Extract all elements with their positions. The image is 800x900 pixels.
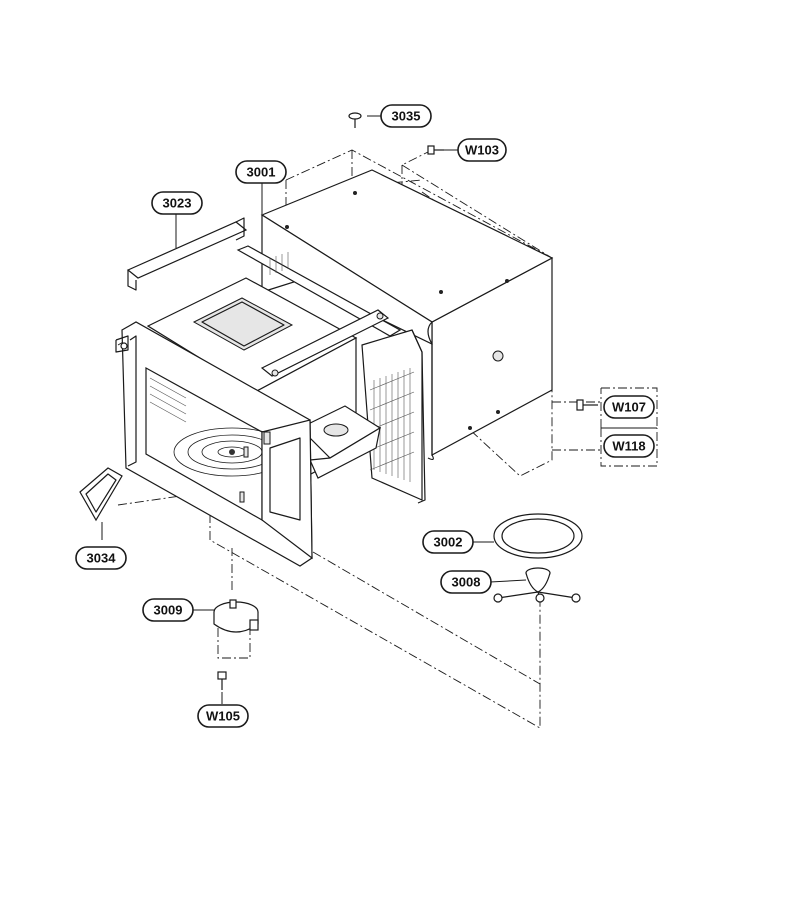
callout-3002-label: 3002	[434, 535, 463, 550]
glass-tray-3002	[493, 513, 583, 559]
alternate-parts-box	[600, 387, 658, 467]
callout-3008-label: 3008	[452, 575, 481, 590]
callout-3008: 3008	[440, 570, 492, 594]
screw-w103	[427, 145, 444, 155]
oven-cavity	[115, 245, 426, 567]
roller-ring-3008	[493, 567, 581, 603]
callout-w107-label: W107	[612, 400, 646, 415]
callout-3001-label: 3001	[247, 165, 276, 180]
callout-w103: W103	[457, 138, 507, 162]
motor-3009	[213, 599, 259, 633]
callout-3002: 3002	[422, 530, 474, 554]
screw-w107	[576, 399, 598, 411]
bracket-3023	[126, 217, 248, 291]
screw-w105	[217, 671, 227, 690]
lamp-cover-3034	[79, 467, 123, 522]
callout-w105-label: W105	[206, 709, 240, 724]
callout-3034: 3034	[75, 546, 127, 570]
callout-3035: 3035	[380, 104, 432, 128]
callout-w105: W105	[197, 704, 249, 728]
leader-lines	[101, 115, 527, 704]
outer-case	[260, 169, 554, 461]
callout-3009: 3009	[142, 598, 194, 622]
callout-w107: W107	[603, 395, 655, 419]
callout-3034-label: 3034	[87, 551, 117, 566]
callout-3009-label: 3009	[154, 603, 183, 618]
plug-3035	[348, 112, 362, 128]
callout-w103-label: W103	[465, 143, 499, 158]
callout-w118: W118	[603, 434, 655, 458]
callout-3023-label: 3023	[163, 196, 192, 211]
callout-3023: 3023	[151, 191, 203, 215]
callout-3001: 3001	[235, 160, 287, 184]
callout-3035-label: 3035	[392, 109, 421, 124]
callout-w118-label: W118	[612, 439, 645, 454]
